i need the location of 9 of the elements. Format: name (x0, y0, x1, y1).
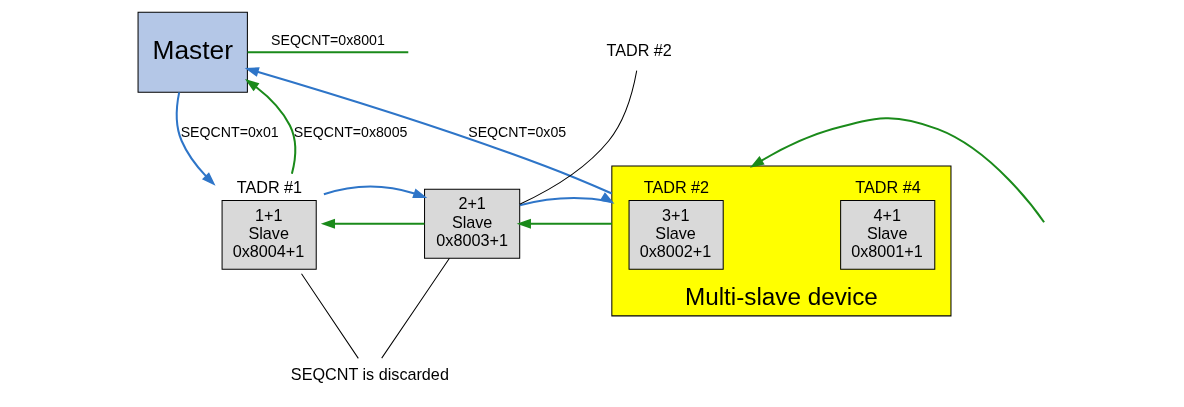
edge-label: SEQCNT=0x8001 (270, 32, 385, 49)
edge-label: SEQCNT=0x05 (467, 123, 566, 140)
node-label: TADR #4 (854, 178, 921, 197)
edge-label: SEQCNT=0x01 (180, 123, 279, 140)
node-label: TADR #2 (643, 178, 709, 197)
node-label: TADR #1 (236, 178, 302, 197)
node-text: SEQCNT is discarded (290, 365, 449, 384)
node-text: TADR #2 (605, 41, 672, 59)
edge-label: SEQCNT=0x8005 (293, 123, 407, 140)
